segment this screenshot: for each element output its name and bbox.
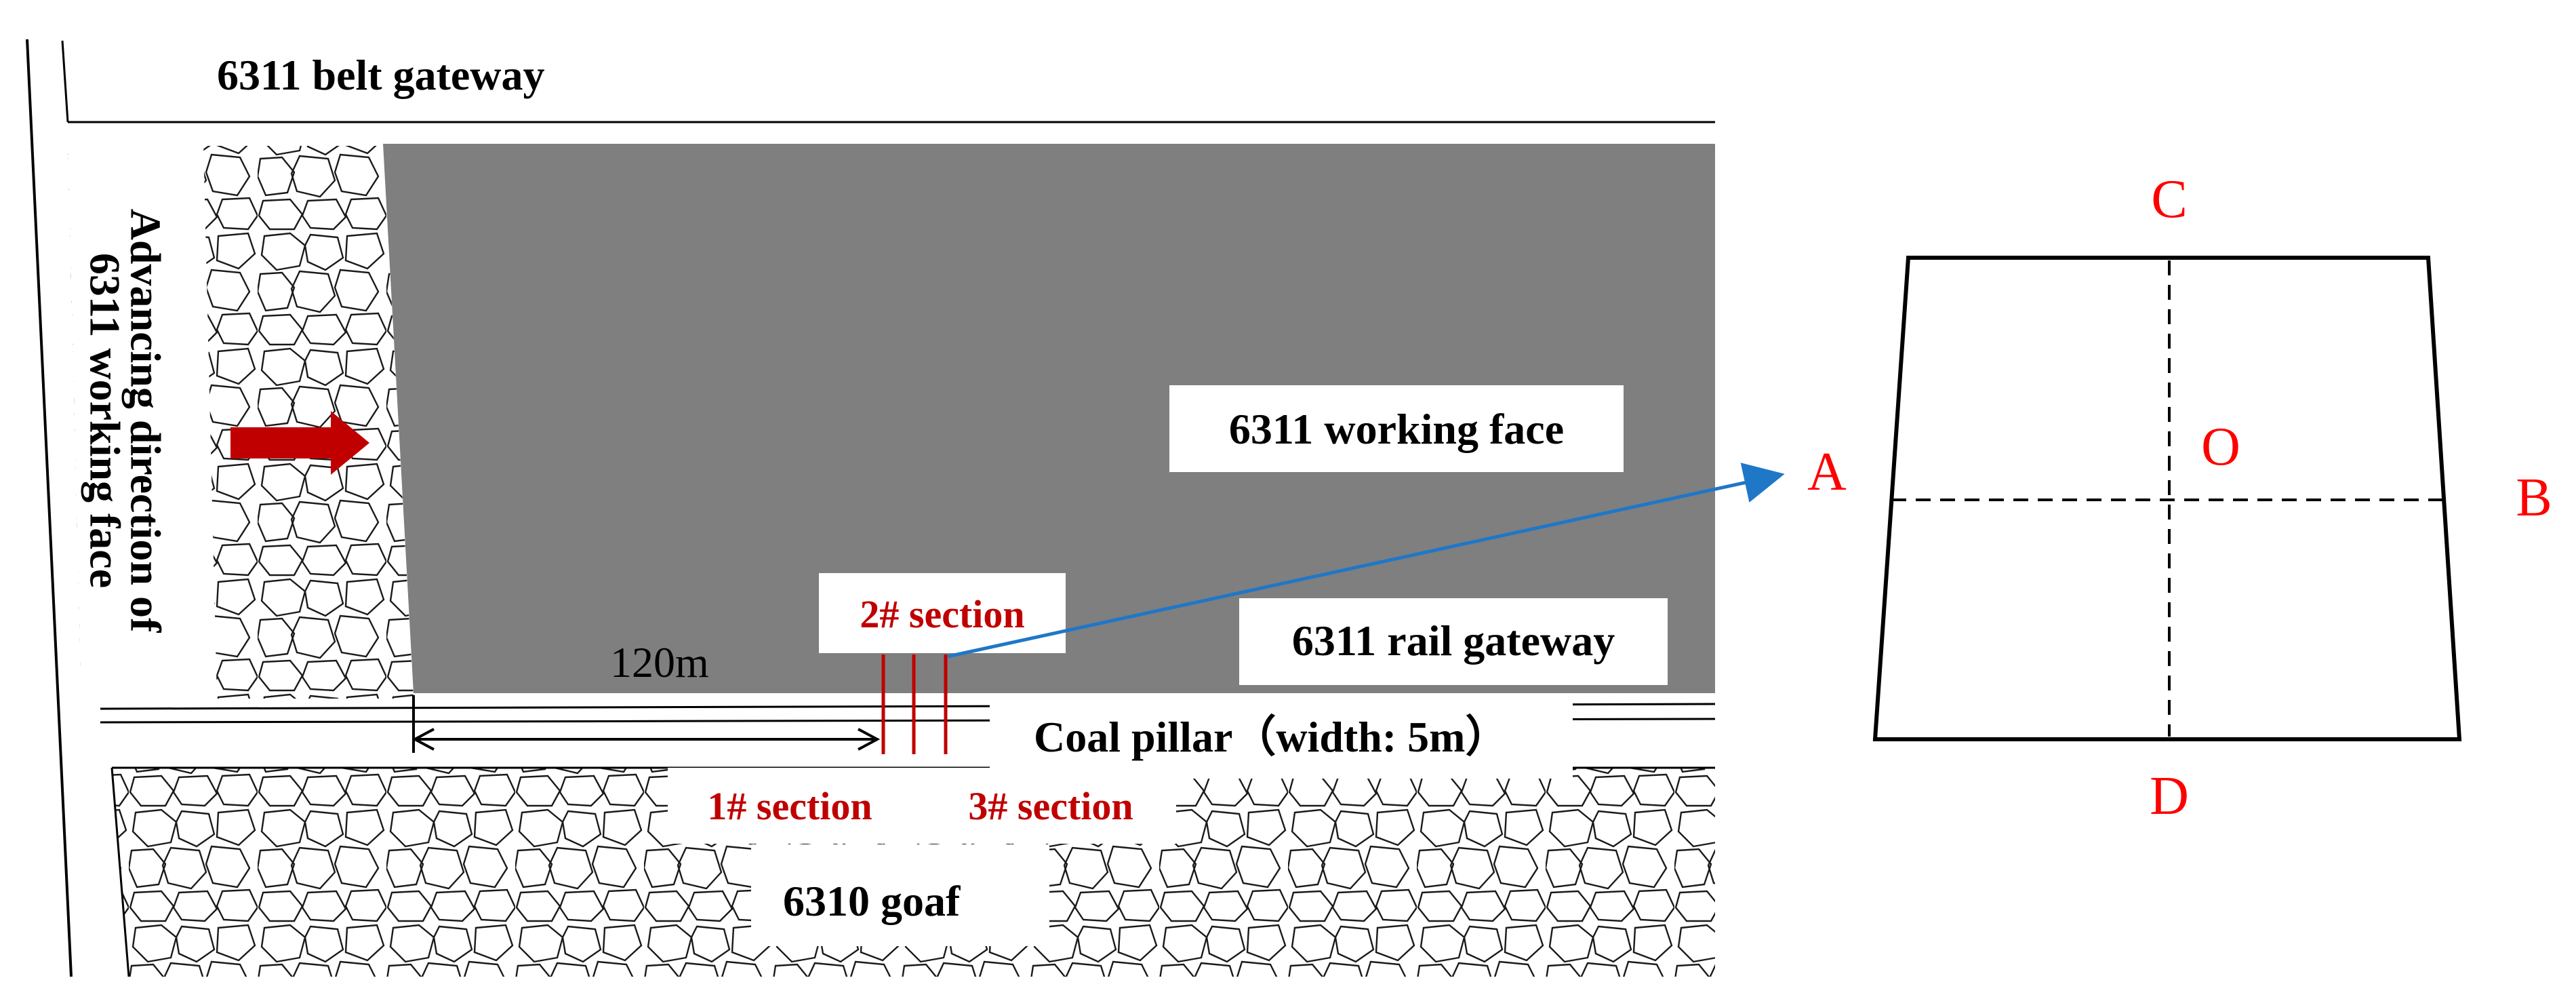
- left-boundary-line: [26, 39, 73, 977]
- point-c-label: C: [2151, 170, 2187, 229]
- belt-gateway-left-line: [61, 40, 69, 123]
- working-face-label-box: [1169, 385, 1624, 472]
- belt-gateway-label: 6311 belt gateway: [217, 51, 545, 99]
- distance-right-arrowhead: [858, 728, 881, 751]
- section2-label: 2# section: [860, 592, 1024, 636]
- goaf-left-line: [110, 767, 130, 977]
- distance-label: 120m: [610, 638, 709, 686]
- section1-label: 1# section: [707, 784, 872, 828]
- arrow-icon: [947, 463, 1785, 659]
- advancing-text-backdrop: [68, 142, 217, 699]
- goaf-label-box: [751, 844, 1049, 946]
- coal-pillar-label: Coal pillar（width: 5m）: [1034, 713, 1508, 761]
- point-o-label: O: [2201, 417, 2240, 477]
- advancing-label-line2: 6311 working face: [81, 253, 129, 588]
- sections-label-box: [668, 768, 1176, 844]
- working-face-label: 6311 working face: [1229, 405, 1564, 453]
- point-a-label: A: [1807, 442, 1847, 502]
- point-b-label: B: [2516, 468, 2552, 528]
- working-face-area: [383, 144, 1715, 693]
- distance-left-arrowhead: [411, 728, 435, 751]
- coal-pillar-label-box: [990, 699, 1573, 779]
- section3-label: 3# section: [968, 784, 1133, 828]
- rail-gateway-label-box: [1239, 598, 1668, 685]
- rail-gateway-label: 6311 rail gateway: [1292, 617, 1615, 665]
- right-arrow-icon: [230, 411, 369, 475]
- goaf-label: 6310 goaf: [783, 877, 961, 925]
- point-d-label: D: [2150, 766, 2189, 826]
- advancing-label-line1: Advancing direction of: [121, 209, 169, 633]
